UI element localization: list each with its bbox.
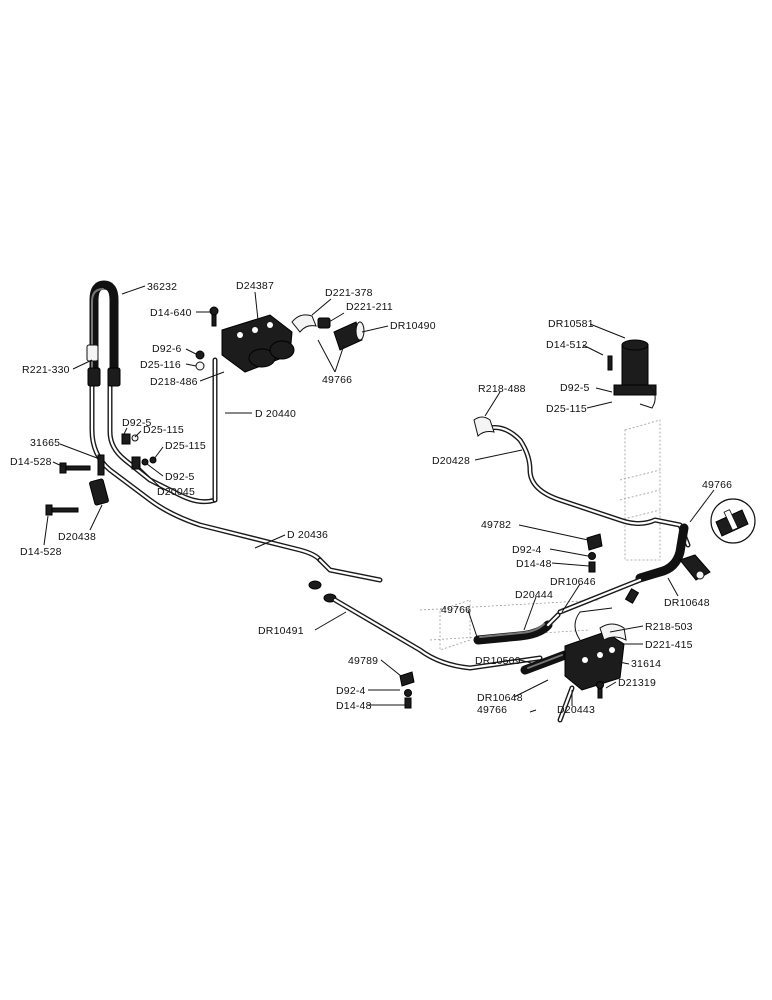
label-31665: 31665 xyxy=(30,437,60,449)
label-d20440: D 20440 xyxy=(255,408,296,420)
hose-dr10509 xyxy=(520,650,570,675)
label-d14-640: D14-640 xyxy=(150,307,192,319)
label-d92-5-a: D92-5 xyxy=(122,417,152,429)
label-dr10491: DR10491 xyxy=(258,625,304,637)
washer-d25-116 xyxy=(195,361,205,371)
label-d14-48-b: D14-48 xyxy=(516,558,552,570)
label-d14-512: D14-512 xyxy=(546,339,588,351)
label-49766-bottom: 49766 xyxy=(477,704,507,716)
rear-valve-31614 xyxy=(564,607,627,699)
tube-dr10491 xyxy=(332,597,543,671)
label-d14-528-b: D14-528 xyxy=(20,546,62,558)
label-d25-115-c: D25-115 xyxy=(546,403,587,415)
label-d20443: D20443 xyxy=(557,704,595,716)
tube-d20428 xyxy=(473,416,691,548)
label-d92-6: D92-6 xyxy=(152,343,182,355)
label-d14-48-a: D14-48 xyxy=(336,700,372,712)
inset-fitting-detail xyxy=(710,498,756,544)
label-d20444: D20444 xyxy=(515,589,553,601)
left-tube-pair xyxy=(89,357,323,563)
label-dr10646: DR10646 xyxy=(550,576,596,588)
label-d221-415: D221-415 xyxy=(645,639,693,651)
label-d20045: D20045 xyxy=(157,486,195,498)
hose-49766-mid xyxy=(473,612,561,645)
leader-lines xyxy=(43,285,715,713)
part-labels: 36232 R221-330 D24387 D14-640 D221-378 D… xyxy=(10,280,732,716)
label-d92-4-a: D92-4 xyxy=(336,685,366,697)
label-d25-116: D25-116 xyxy=(140,359,181,371)
washer-d92-6 xyxy=(195,350,205,360)
clip-49782 xyxy=(586,533,603,573)
label-dr10648-b: DR10648 xyxy=(477,692,523,704)
label-r218-503: R218-503 xyxy=(645,621,693,633)
label-49766-mid: 49766 xyxy=(441,604,471,616)
label-d221-211: D221-211 xyxy=(346,301,393,313)
bracket-d20438 xyxy=(89,454,109,506)
label-d25-115-a: D25-115 xyxy=(143,424,184,436)
label-49782: 49782 xyxy=(481,519,511,531)
label-dr10509: DR10509 xyxy=(475,655,521,667)
label-d20438: D20438 xyxy=(58,531,96,543)
tube-d20436 xyxy=(308,557,383,603)
label-d21319: D21319 xyxy=(618,677,656,689)
label-d14-528-a: D14-528 xyxy=(10,456,52,468)
label-d92-5-c: D92-5 xyxy=(560,382,590,394)
label-36232: 36232 xyxy=(147,281,177,293)
tube-dr10646 xyxy=(557,577,643,615)
bolt-d14-528 xyxy=(45,462,91,516)
bolt-d14-512 xyxy=(607,355,613,371)
clamp-49789 xyxy=(399,671,415,709)
label-49789: 49789 xyxy=(348,655,378,667)
label-dr10490: DR10490 xyxy=(390,320,436,332)
label-31614: 31614 xyxy=(631,658,661,670)
label-49766-top: 49766 xyxy=(322,374,352,386)
label-d20436: D 20436 xyxy=(287,529,328,541)
label-d25-115-b: D25-115 xyxy=(165,440,206,452)
clip-d20045 xyxy=(121,433,157,470)
label-dr10581: DR10581 xyxy=(548,318,594,330)
control-valve-d24387 xyxy=(209,306,365,373)
label-d24387: D24387 xyxy=(236,280,274,292)
label-d221-378: D221-378 xyxy=(325,287,373,299)
label-d92-5-b: D92-5 xyxy=(165,471,195,483)
filter-dr10581 xyxy=(613,339,657,409)
label-d218-486: D218-486 xyxy=(150,376,198,388)
label-dr10648-a: DR10648 xyxy=(664,597,710,609)
label-r218-488: R218-488 xyxy=(478,383,526,395)
label-49766-right: 49766 xyxy=(702,479,732,491)
hose-36232 xyxy=(87,280,121,387)
label-d20428: D20428 xyxy=(432,455,470,467)
hose-49766-right xyxy=(624,523,711,604)
label-r221-330: R221-330 xyxy=(22,364,70,376)
fitting-r221-330 xyxy=(86,344,99,362)
label-d92-4-b: D92-4 xyxy=(512,544,542,556)
